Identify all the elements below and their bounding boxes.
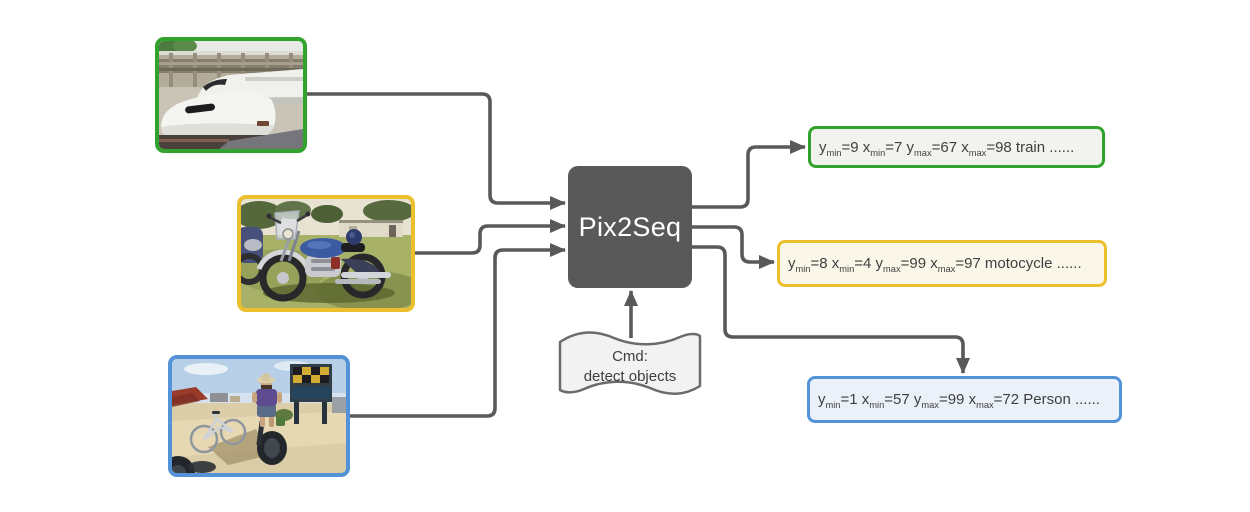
input-photo-train: [155, 37, 307, 153]
arrow-motorcycle-to-model: [413, 219, 566, 255]
train-photo-illustration: [159, 41, 303, 149]
arrow-model-to-motocycle-seq: [690, 225, 775, 269]
person-scene: [172, 359, 346, 473]
arrow-train-to-model: [305, 92, 566, 210]
input-photo-motorcycle: [237, 195, 415, 312]
sequence-text-train: ymin=9 xmin=7 ymax=67 xmax=98 train ....…: [819, 138, 1075, 158]
cmd-prompt-scroll: Cmd: detect objects: [556, 324, 704, 406]
output-sequence-motocycle: ymin=8 xmin=4 ymax=99 xmax=97 motocycle …: [777, 240, 1107, 287]
cmd-line1: Cmd:: [612, 348, 648, 365]
sequence-text-person: ymin=1 xmin=57 ymax=99 xmax=72 Person ..…: [818, 391, 1100, 410]
motorcycle-scene: [241, 199, 411, 308]
arrow-model-to-person-seq: [690, 245, 970, 374]
output-sequence-person: ymin=1 xmin=57 ymax=99 xmax=72 Person ..…: [807, 376, 1122, 423]
arrow-model-to-train-seq: [690, 140, 806, 209]
shadow: [208, 429, 270, 465]
purple-shirt: [256, 389, 277, 406]
scroll-shape: [558, 331, 702, 395]
sequence-text-motocycle: ymin=8 xmin=4 ymax=99 xmax=97 motocycle …: [788, 255, 1082, 274]
model-label: Pix2Seq: [578, 211, 682, 242]
pix2seq-model-box: Pix2Seq: [568, 166, 692, 288]
cmd-line2: detect objects: [583, 367, 677, 385]
train-scene: [159, 41, 303, 149]
bicycle-wheel: [189, 424, 219, 454]
person-photo-illustration: [172, 359, 346, 473]
motorcycle-photo-illustration: [241, 199, 411, 308]
input-photo-person: [168, 355, 350, 477]
output-sequence-train: ymin=9 xmin=7 ymax=67 xmax=98 train ....…: [808, 126, 1105, 168]
arrow-person-to-model: [348, 243, 566, 418]
